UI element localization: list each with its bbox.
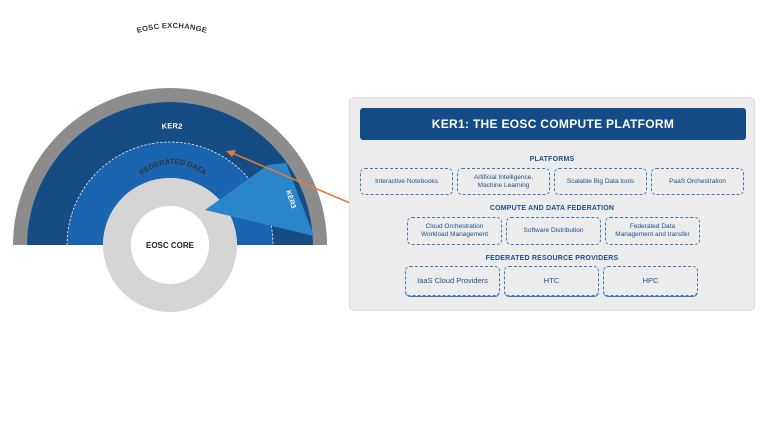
- svg-text:KER2: KER2: [161, 121, 183, 131]
- core-ring: [103, 178, 237, 312]
- label-eosc-exchange: EOSC EXCHANGE: [136, 21, 208, 35]
- platforms-heading: PLATFORMS: [529, 156, 575, 163]
- ker1-ring: [27, 102, 313, 246]
- providers-heading: FEDERATED RESOURCE PROVIDERS: [485, 255, 619, 262]
- core-center: [131, 206, 209, 284]
- panel-title: KER1: THE EOSC COMPUTE PLATFORM: [360, 108, 746, 140]
- federation-software-distribution: Software Distribution: [506, 217, 601, 245]
- platform-ai-ml: Artificial Intelligence, Machine Learnin…: [457, 168, 550, 195]
- svg-text:EOSC EXCHANGE: EOSC EXCHANGE: [136, 21, 209, 35]
- federation-heading: COMPUTE AND DATA FEDERATION: [489, 205, 615, 212]
- connector-arrowhead: [226, 150, 236, 157]
- platform-interactive-notebooks: Interactive Notebooks: [360, 168, 453, 195]
- ker2-ring: [67, 142, 273, 245]
- platform-paas-orchestration: PaaS Orchestration: [651, 168, 744, 195]
- connector-arrow: [231, 152, 351, 204]
- provider-iaas-cloud: IaaS Cloud Providers: [405, 266, 500, 296]
- federation-cloud-orchestration: Cloud Orchestration Workload Management: [407, 217, 502, 245]
- ker3-wedge: [205, 163, 314, 236]
- ker1-detail-panel: KER1: THE EOSC COMPUTE PLATFORM PLATFORM…: [349, 97, 755, 311]
- platform-big-data-tools: Scalable Big Data tools: [554, 168, 647, 195]
- provider-htc: HTC: [504, 266, 599, 296]
- label-ker2: KER2: [161, 121, 183, 131]
- ker2-dashed-boundary: [66, 141, 274, 246]
- provider-hpc: HPC: [603, 266, 698, 296]
- label-eosc-core: EOSC CORE: [146, 241, 195, 250]
- federation-data-management: Federated Data Management and transfer: [605, 217, 700, 245]
